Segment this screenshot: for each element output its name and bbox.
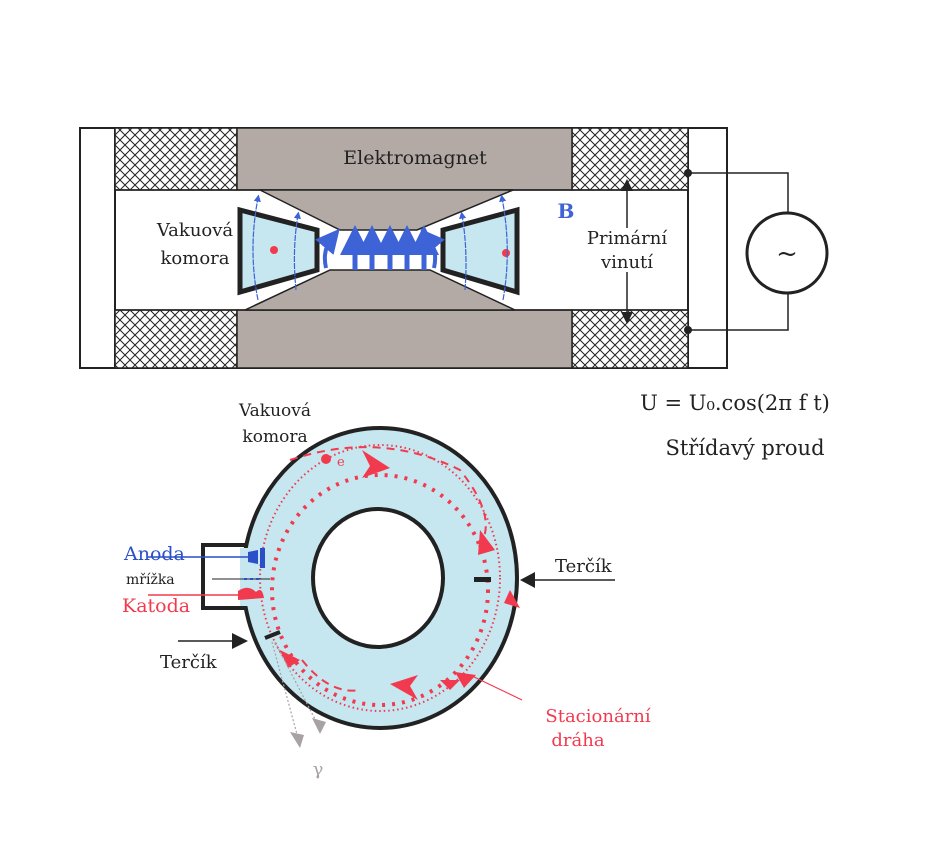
label-electromagnet: Elektromagnet bbox=[343, 147, 487, 169]
inner-hole bbox=[311, 507, 445, 649]
label-stationary-orbit-2: dráha bbox=[551, 730, 604, 751]
label-field-b: B bbox=[558, 199, 575, 223]
label-primary-winding-1: Primární bbox=[587, 228, 667, 249]
ring-top-view: e γ Vakuová komora Anoda mřížka Katoda bbox=[122, 401, 651, 780]
label-electron: e bbox=[337, 455, 345, 470]
label-vacuum-chamber-bottom-1: Vakuová bbox=[238, 401, 311, 421]
electron-dot bbox=[321, 454, 331, 464]
label-target-left: Terčík bbox=[160, 652, 218, 673]
label-grid: mřížka bbox=[126, 572, 175, 588]
target-inner bbox=[474, 577, 491, 582]
label-primary-winding-2: vinutí bbox=[600, 252, 653, 273]
electron-orbits bbox=[259, 444, 501, 712]
label-vacuum-chamber-bottom-2: komora bbox=[242, 427, 307, 447]
electromagnet-bottom bbox=[236, 309, 573, 369]
magnet-cross-section: Elektromagnet Vakuová komora B Primární … bbox=[79, 127, 728, 369]
label-voltage-formula: U = U₀.cos(2π f t) bbox=[640, 391, 830, 415]
gamma-rays bbox=[271, 641, 326, 748]
label-gamma: γ bbox=[313, 759, 324, 780]
label-vacuum-chamber-top-1: Vakuová bbox=[156, 220, 234, 241]
target-outer bbox=[264, 630, 281, 640]
vacuum-chamber-right bbox=[440, 206, 520, 296]
electron-dot-left bbox=[270, 246, 278, 254]
ac-source bbox=[745, 211, 829, 295]
label-stationary-orbit-1: Stacionární bbox=[545, 706, 650, 727]
winding-bottom-left bbox=[114, 309, 238, 369]
anode bbox=[260, 548, 265, 568]
electron-dot-right bbox=[502, 249, 510, 257]
label-alternating-current: Střídavý proud bbox=[665, 436, 824, 460]
vacuum-chamber-left bbox=[237, 206, 320, 296]
magnetic-field-lines bbox=[252, 194, 508, 301]
label-anode: Anoda bbox=[123, 543, 185, 565]
electromagnet-top bbox=[236, 127, 573, 191]
winding-top-left bbox=[114, 127, 238, 191]
label-target-right: Terčík bbox=[555, 556, 613, 577]
winding-top-right bbox=[571, 127, 689, 191]
pole-piece-bottom bbox=[244, 269, 516, 311]
label-vacuum-chamber-top-2: komora bbox=[161, 248, 230, 269]
cathode bbox=[238, 587, 264, 600]
orbit-direction-arrows bbox=[280, 450, 520, 700]
ac-symbol: ~ bbox=[776, 239, 798, 269]
winding-bottom-right bbox=[571, 309, 689, 369]
label-cathode: Katoda bbox=[122, 595, 190, 617]
ac-circuit: ~ U = U₀.cos(2π f t) Střídavý proud bbox=[640, 169, 830, 460]
